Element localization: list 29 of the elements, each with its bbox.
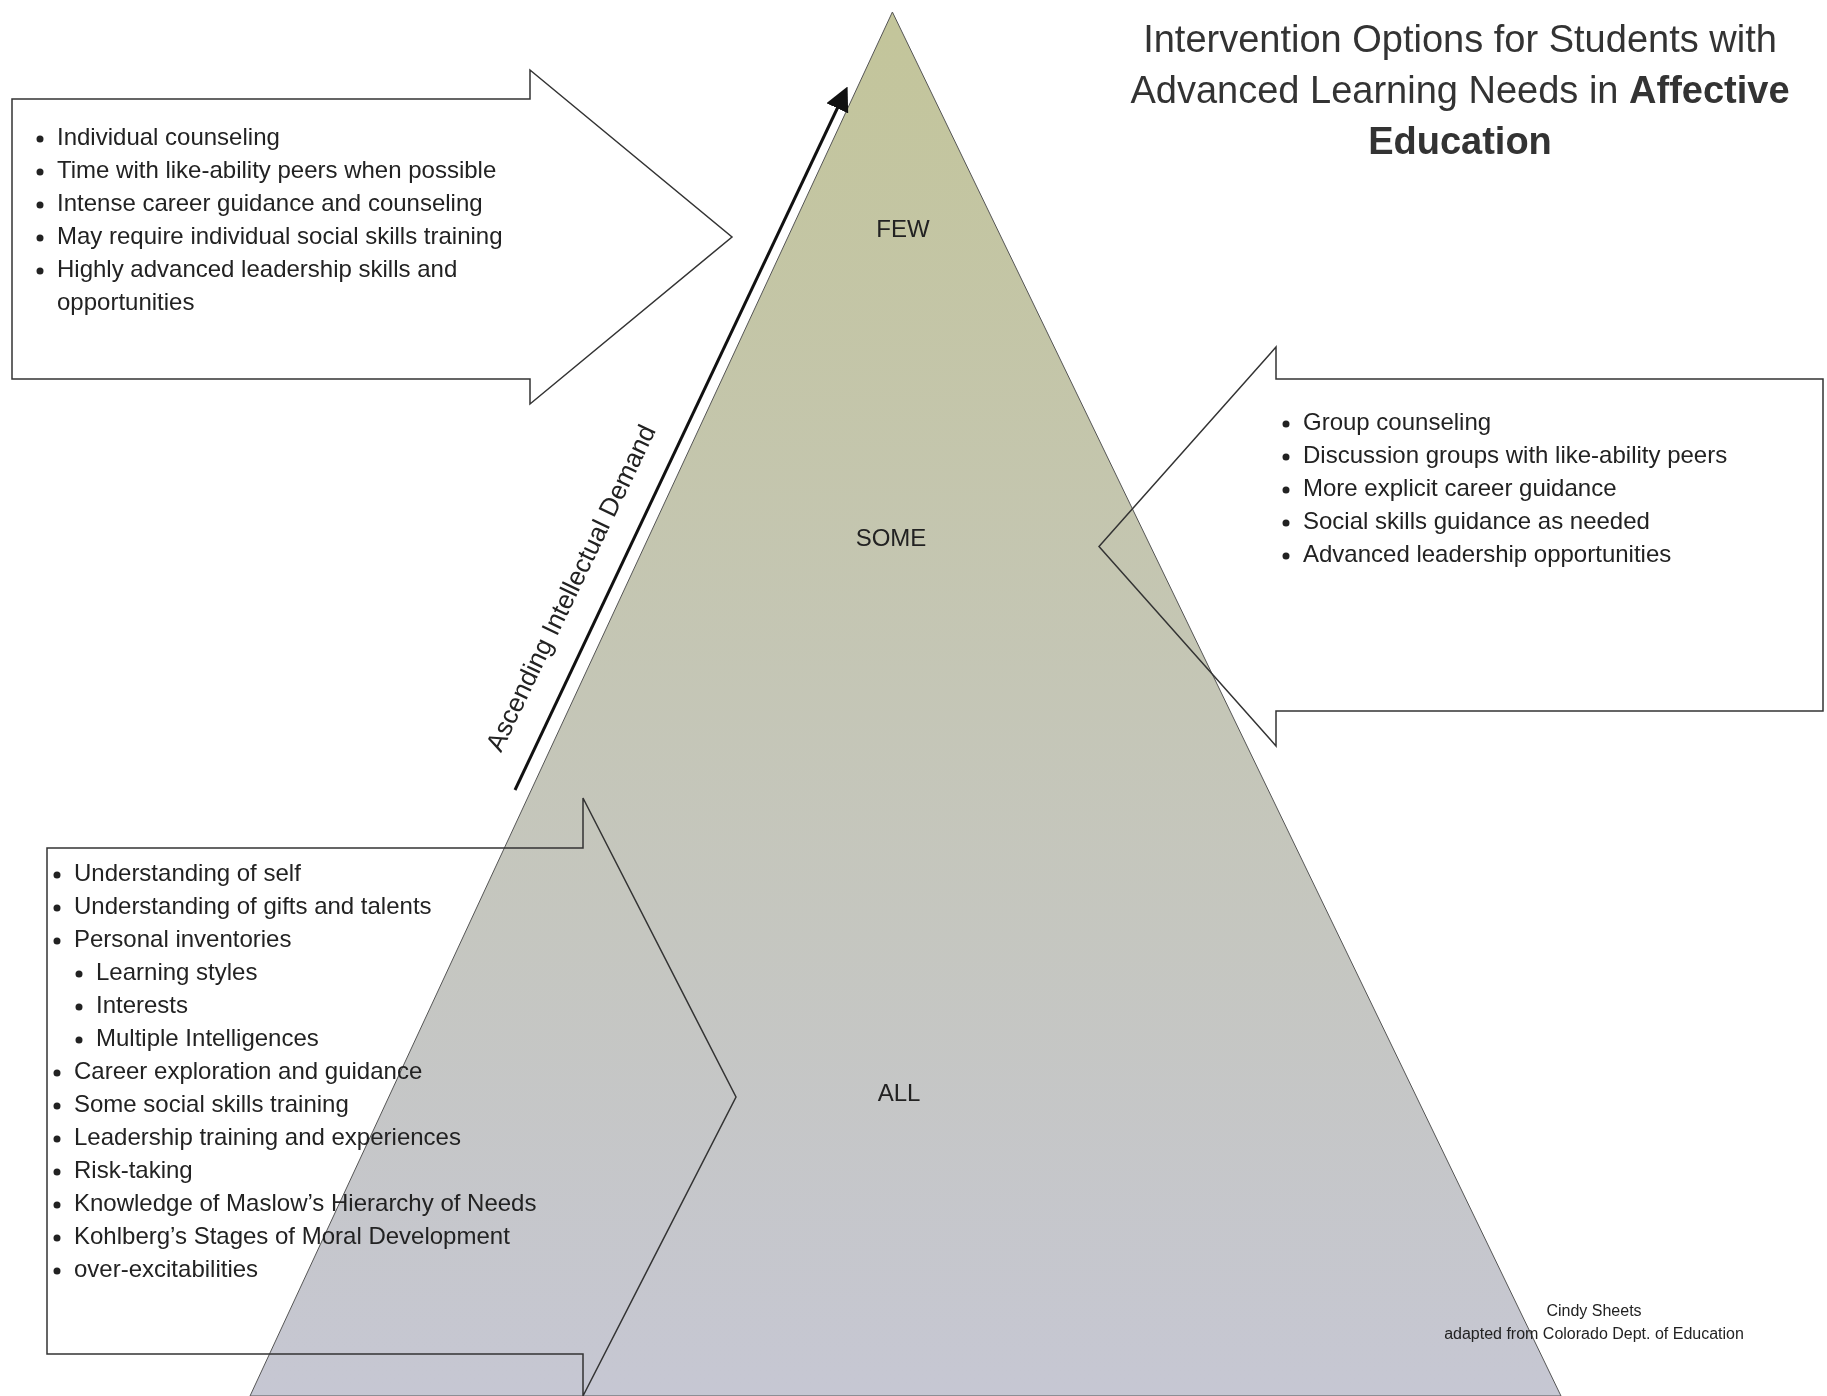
bullet-text: Intense career guidance and counseling — [57, 189, 483, 216]
bullet-text: Leadership training and experiences — [74, 1123, 461, 1150]
bullet-text: More explicit career guidance — [1303, 474, 1617, 501]
level-label: FEW — [876, 215, 930, 243]
credit-text: Cindy Sheets — [1546, 1302, 1642, 1320]
bullet-text: Interests — [96, 991, 189, 1018]
bullet-text: Discussion groups with like-ability peers — [1303, 441, 1728, 468]
bullet-text: Highly advanced leadership skills and opportunities — [57, 255, 458, 315]
bullet-text: Knowledge of Maslow’s Hierarchy of Needs — [74, 1189, 537, 1216]
bullet-text: Kohlberg’s Stages of Moral Development — [74, 1222, 510, 1249]
bullet-text: Personal inventories — [74, 925, 292, 952]
bullet-text: Understanding of gifts and talents — [74, 892, 432, 919]
level-label: SOME — [855, 524, 927, 552]
bullet-text: Understanding of self — [74, 859, 301, 886]
credit-text: adapted from Colorado Dept. of Education — [1444, 1325, 1744, 1343]
bullet-text: Multiple Intelligences — [96, 1024, 319, 1051]
bullet-text: Learning styles — [96, 958, 258, 985]
bullet-text: Group counseling — [1303, 408, 1492, 435]
bullet-text: Advanced leadership opportunities — [1303, 540, 1672, 567]
bullet-text: over-excitabilities — [74, 1255, 259, 1282]
bullet-text: May require individual social skills training — [57, 222, 503, 249]
bullet-text: Risk-taking — [74, 1156, 193, 1183]
bullet-text: Career exploration and guidance — [74, 1057, 423, 1084]
level-label: ALL — [877, 1079, 921, 1107]
bullet-text: Some social skills training — [74, 1090, 349, 1117]
title: Intervention Options for Students with Advanced Learning Needs in Affective Education — [1129, 17, 1791, 164]
bullet-text: Individual counseling — [57, 123, 280, 150]
bullet-text: Time with like-ability peers when possible — [57, 156, 497, 183]
bullet-text: Social skills guidance as needed — [1303, 507, 1650, 534]
